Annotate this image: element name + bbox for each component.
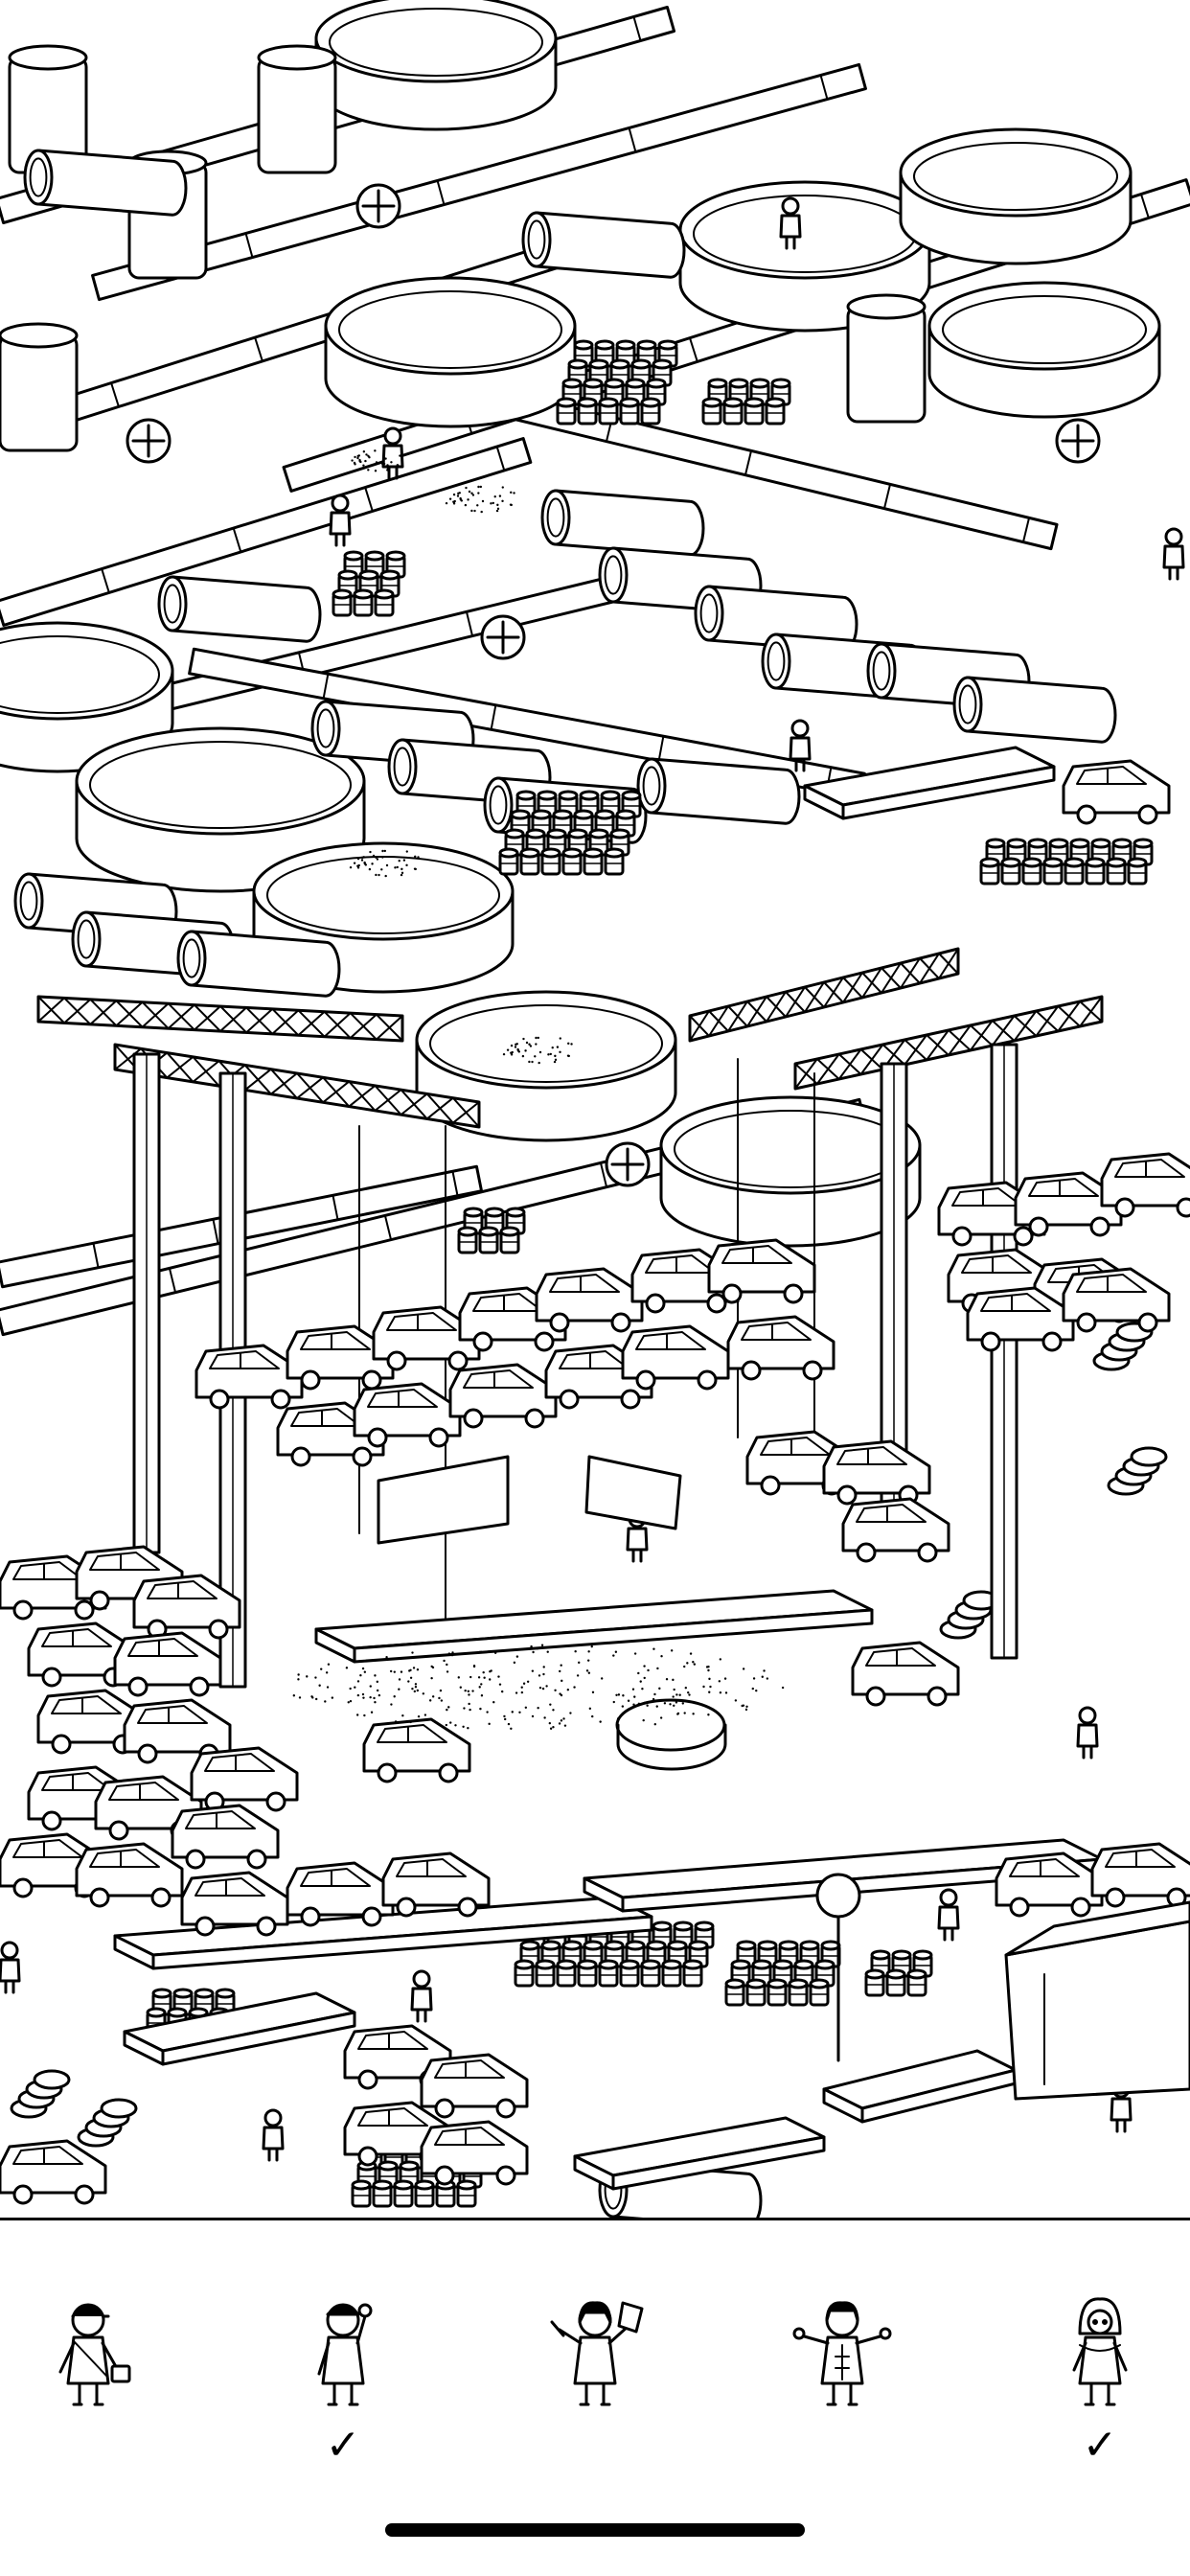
tray-divider (0, 2218, 1190, 2220)
hidden-folks-play-area[interactable] (0, 0, 1190, 2218)
worker-arms-out-icon (792, 2301, 892, 2406)
worker-waving-icon (317, 2303, 373, 2406)
worker-holding-paper-icon (550, 2301, 644, 2406)
target-slot-1[interactable] (26, 2288, 150, 2489)
target-slot-3[interactable] (533, 2288, 657, 2489)
found-check-mark: ✓ (1082, 2421, 1118, 2470)
worker-with-bag-icon (58, 2303, 131, 2406)
target-slot-5[interactable]: ✓ (1038, 2288, 1162, 2489)
target-tray: ✓ ✓ (0, 2220, 1190, 2576)
target-slot-2[interactable]: ✓ (281, 2288, 405, 2489)
target-slot-4[interactable] (780, 2288, 904, 2489)
found-check-mark: ✓ (325, 2421, 361, 2470)
home-indicator[interactable] (385, 2523, 805, 2537)
factory-illustration (0, 0, 1190, 2218)
worker-hooded-icon (1072, 2297, 1128, 2406)
